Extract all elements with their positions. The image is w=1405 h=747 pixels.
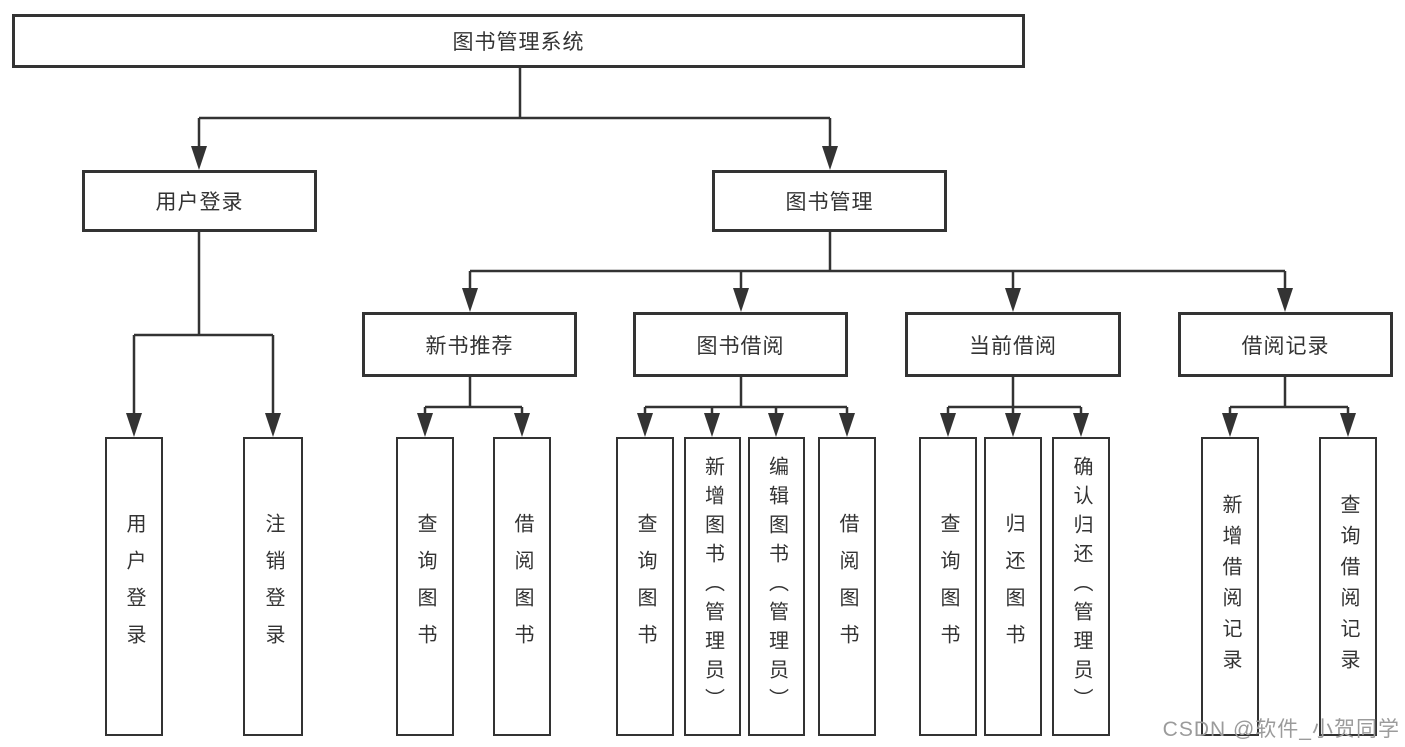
leaf-borrow-books-label: 借阅图书 (836, 512, 858, 661)
leaf-borrow-books-recommend-label: 借阅图书 (511, 512, 533, 661)
leaf-return-books-label: 归还图书 (1002, 512, 1024, 661)
leaf-borrow-books-recommend: 借阅图书 (493, 437, 551, 736)
leaf-edit-book-admin: 编辑图书（管理员） (748, 437, 805, 736)
node-root-label: 图书管理系统 (452, 31, 585, 54)
leaf-query-books-recommend-label: 查询图书 (414, 512, 436, 661)
leaf-query-borrow-record: 查询借阅记录 (1319, 437, 1377, 736)
node-book-management-branch-label: 图书管理 (785, 191, 874, 214)
leaf-confirm-return-admin-label: 确认归还（管理员） (1070, 456, 1092, 717)
leaf-logout-label: 注销登录 (262, 512, 284, 661)
node-book-borrowing-label: 图书借阅 (696, 334, 785, 358)
node-new-book-recommend: 新书推荐 (362, 312, 577, 377)
node-new-book-recommend-label: 新书推荐 (425, 334, 514, 358)
node-user-login-branch: 用户登录 (82, 170, 317, 232)
leaf-user-login: 用户登录 (105, 437, 163, 736)
leaf-query-books-current: 查询图书 (919, 437, 977, 736)
leaf-return-books: 归还图书 (984, 437, 1042, 736)
node-borrowing-records: 借阅记录 (1178, 312, 1393, 377)
leaf-query-books-borrowing-label: 查询图书 (634, 512, 656, 661)
leaf-query-books-current-label: 查询图书 (937, 512, 959, 661)
leaf-logout: 注销登录 (243, 437, 303, 736)
leaf-user-login-label: 用户登录 (123, 512, 145, 661)
leaf-borrow-books: 借阅图书 (818, 437, 876, 736)
node-borrowing-records-label: 借阅记录 (1241, 334, 1330, 358)
node-book-borrowing: 图书借阅 (633, 312, 848, 377)
node-root: 图书管理系统 (12, 14, 1025, 68)
csdn-watermark: CSDN @软件_小贺同学 (1162, 718, 1400, 741)
node-current-borrowing: 当前借阅 (905, 312, 1121, 377)
leaf-query-borrow-record-label: 查询借阅记录 (1337, 493, 1359, 680)
leaf-query-books-borrowing: 查询图书 (616, 437, 674, 736)
leaf-add-book-admin: 新增图书（管理员） (684, 437, 741, 736)
leaf-add-borrow-record: 新增借阅记录 (1201, 437, 1259, 736)
leaf-edit-book-admin-label: 编辑图书（管理员） (765, 456, 788, 717)
leaf-add-book-admin-label: 新增图书（管理员） (701, 456, 724, 717)
leaf-query-books-recommend: 查询图书 (396, 437, 454, 736)
node-user-login-branch-label: 用户登录 (155, 191, 244, 214)
arrowheads (126, 146, 1356, 437)
node-current-borrowing-label: 当前借阅 (969, 334, 1057, 358)
leaf-confirm-return-admin: 确认归还（管理员） (1052, 437, 1110, 736)
leaf-add-borrow-record-label: 新增借阅记录 (1219, 493, 1241, 680)
node-book-management-branch: 图书管理 (712, 170, 947, 232)
